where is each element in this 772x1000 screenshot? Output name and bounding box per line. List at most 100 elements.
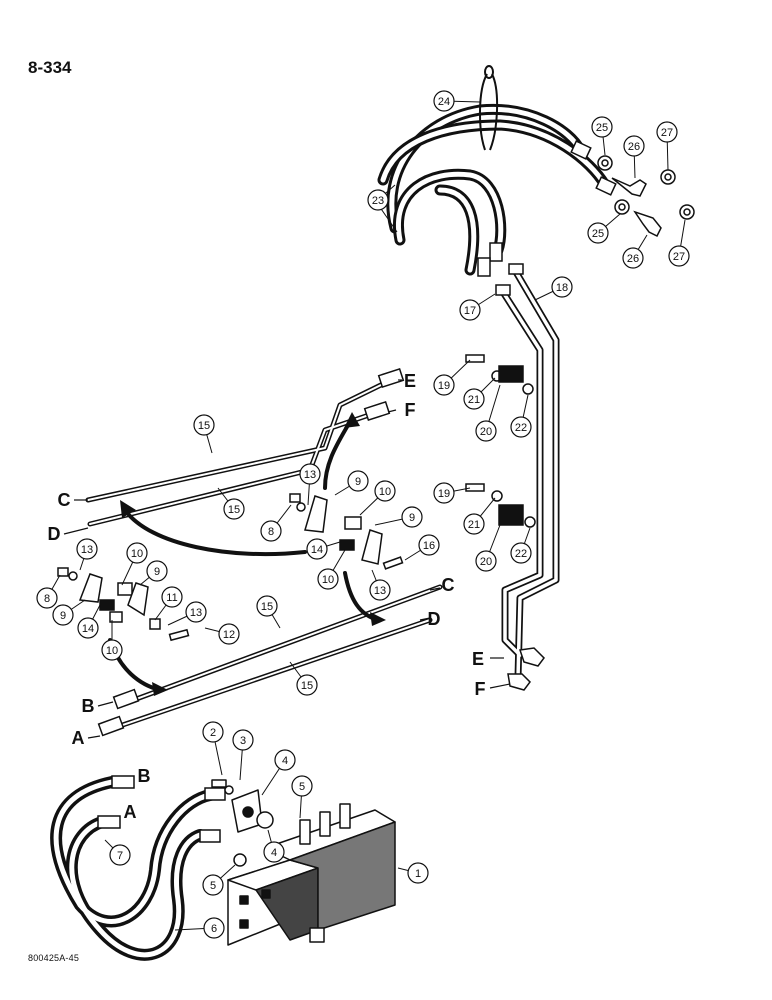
callout-number: 10 — [322, 574, 334, 586]
callout-number: 24 — [438, 96, 450, 108]
callout-number: 4 — [282, 755, 288, 767]
callout-circle — [185, 601, 207, 623]
connector-B: B — [82, 696, 114, 716]
callout-number: 15 — [261, 601, 273, 613]
callout-number: 7 — [117, 850, 123, 862]
callout-number: 1 — [415, 868, 421, 880]
callout-circle — [202, 721, 224, 743]
control-valve — [211, 779, 396, 946]
tubes-17-18-inner — [501, 270, 558, 680]
callout-circle — [203, 917, 225, 939]
callout-21: 21 — [463, 377, 496, 410]
connector-letter: C — [58, 490, 71, 510]
callout-circle — [668, 245, 690, 267]
callout-number: 19 — [438, 380, 450, 392]
callout-circle — [223, 498, 245, 520]
connector-C: C — [58, 490, 88, 510]
connector-leader — [419, 617, 431, 621]
callout-circle — [52, 604, 74, 626]
connector-C: C — [429, 575, 455, 595]
callout-circle — [347, 470, 369, 492]
callout-number: 16 — [423, 540, 435, 552]
callout-number: 6 — [211, 923, 217, 935]
callout-circle — [274, 749, 296, 771]
callout-number: 27 — [661, 127, 673, 139]
callout-number: 19 — [438, 488, 450, 500]
callout-7: 7 — [104, 839, 131, 866]
callout-8: 8 — [36, 574, 61, 609]
callout-18: 18 — [534, 276, 573, 301]
callout-layer: 1234455678899991010101011121313131314141… — [36, 90, 690, 939]
connector-D: D — [419, 609, 441, 629]
callout-21: 21 — [463, 497, 496, 535]
callout-circle — [463, 513, 485, 535]
callout-24: 24 — [433, 90, 481, 112]
connector-A: A — [124, 802, 137, 822]
callout-19: 19 — [433, 482, 471, 504]
connector-F: F — [475, 679, 511, 699]
tubes-15-inner — [87, 382, 441, 731]
callout-circle — [367, 189, 389, 211]
callout-circle — [510, 416, 532, 438]
callout-circle — [623, 135, 645, 157]
callout-9: 9 — [334, 470, 369, 496]
callout-circle — [587, 222, 609, 244]
callout-circle — [146, 560, 168, 582]
callout-number: 13 — [81, 544, 93, 556]
connector-letter: E — [472, 649, 484, 669]
connector-letter: C — [442, 575, 455, 595]
callout-14: 14 — [306, 538, 341, 560]
tube-clamps — [78, 495, 383, 630]
callout-circle — [407, 862, 429, 884]
connector-letter: A — [124, 802, 137, 822]
callout-number: 20 — [480, 426, 492, 438]
callout-circle — [77, 617, 99, 639]
callout-12: 12 — [204, 623, 240, 645]
callout-number: 18 — [556, 282, 568, 294]
callout-circle — [374, 480, 396, 502]
connector-D: D — [48, 524, 89, 544]
callout-number: 23 — [372, 195, 384, 207]
connector-leader — [87, 735, 101, 739]
callout-15: 15 — [217, 487, 245, 520]
callout-circle — [161, 586, 183, 608]
callout-circle — [260, 520, 282, 542]
callout-1: 1 — [397, 862, 429, 884]
callout-15: 15 — [289, 661, 318, 696]
callout-number: 14 — [82, 623, 94, 635]
callout-number: 9 — [409, 512, 415, 524]
callout-number: 9 — [60, 610, 66, 622]
callout-8: 8 — [260, 504, 292, 542]
hose-23 — [377, 103, 611, 276]
callout-25: 25 — [591, 116, 613, 156]
callout-13: 13 — [369, 569, 391, 601]
callout-number: 25 — [596, 122, 608, 134]
direction-arrowheads — [120, 412, 386, 696]
callout-number: 25 — [592, 228, 604, 240]
callout-number: 26 — [627, 253, 639, 265]
callout-number: 4 — [271, 847, 277, 859]
callout-number: 8 — [268, 526, 274, 538]
callout-20: 20 — [475, 384, 501, 442]
bolts — [57, 493, 404, 642]
callout-circle — [299, 463, 321, 485]
callout-circle — [101, 639, 123, 661]
callout-circle — [296, 674, 318, 696]
callout-16: 16 — [404, 534, 440, 561]
callout-circle — [510, 542, 532, 564]
callout-number: 10 — [131, 548, 143, 560]
callout-number: 22 — [515, 422, 527, 434]
callout-number: 10 — [379, 486, 391, 498]
callout-4: 4 — [261, 749, 296, 796]
callout-27: 27 — [656, 121, 678, 171]
callout-circle — [36, 587, 58, 609]
callout-number: 9 — [355, 476, 361, 488]
callout-15: 15 — [193, 414, 215, 454]
callout-number: 15 — [228, 504, 240, 516]
tube-end-fittings — [97, 367, 405, 737]
callout-10: 10 — [317, 549, 346, 590]
callout-14: 14 — [77, 604, 101, 639]
connector-letter: B — [82, 696, 95, 716]
callout-number: 20 — [480, 556, 492, 568]
